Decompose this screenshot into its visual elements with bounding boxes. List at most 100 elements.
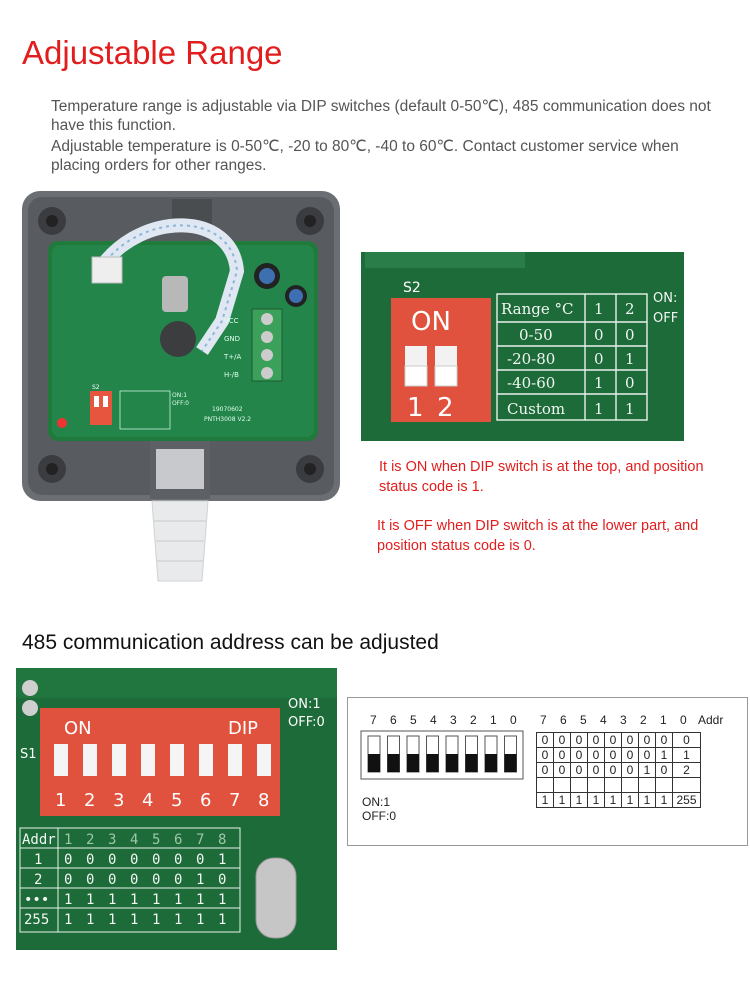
closeup-off-legend: OFF (653, 311, 678, 326)
table-row (536, 777, 701, 793)
dip8-addr-cell: 0 (130, 852, 138, 868)
bit-cell: 1 (655, 747, 673, 763)
range-header: Range °C (501, 300, 573, 318)
dip8-addr-cell: 1 (86, 912, 94, 928)
dip8-addr-cell: 0 (130, 872, 138, 888)
dip8-addr-cell: 1 (64, 912, 72, 928)
diagram-onoff-legend: ON:1 OFF:0 (362, 795, 396, 823)
dip8-num-1: 1 (55, 790, 66, 811)
dip8-addr-cell: 1 (196, 872, 204, 888)
bit-cell: 1 (587, 792, 605, 808)
dip8-addr-cell: 1 (196, 892, 204, 908)
note-on-state: It is ON when DIP switch is at the top, … (379, 459, 704, 495)
dip8-addr-cell: 1 (152, 892, 160, 908)
switch-s2-name: S2 (403, 280, 421, 296)
dip8-side-label: S1 (20, 747, 37, 762)
dip8-addr-header-2: 2 (86, 832, 94, 848)
bit-cell: 0 (553, 747, 571, 763)
range-row-4-b1: 1 (594, 400, 604, 418)
dip8-addr-header-1: 1 (64, 832, 72, 848)
closeup-on-legend: ON: (653, 291, 677, 306)
dip8-addr-cell: 0 (86, 852, 94, 868)
diagram-bit-right-6: 1 (660, 713, 667, 727)
bit-cell: 0 (587, 732, 605, 748)
terminal-h-b: H-/B (224, 371, 239, 379)
dip8-addr-cell: 0 (196, 852, 204, 868)
range-header-1: 1 (594, 300, 604, 318)
bit-cell (553, 777, 571, 793)
addr-cell: 0 (672, 732, 701, 748)
dip8-on-label: ON (64, 718, 92, 739)
range-row-2-b1: 0 (594, 350, 604, 368)
bit-cell: 0 (604, 732, 622, 748)
dip8-addr-cell: 0 (174, 872, 182, 888)
bit-cell: 0 (553, 762, 571, 778)
dip8-addr-header-label: Addr (22, 832, 56, 848)
diagram-bit-left-2: 5 (410, 713, 417, 727)
dip8-num-2: 2 (84, 790, 95, 811)
dip8-dip-label: DIP (228, 718, 258, 739)
dip8-addr-header-8: 8 (218, 832, 226, 848)
dip8-addr-cell: 1 (64, 892, 72, 908)
intro-paragraph-1: Temperature range is adjustable via DIP … (51, 98, 711, 134)
dip8-addr-cell: 1 (130, 892, 138, 908)
bit-cell: 0 (621, 732, 639, 748)
board-code: 19070602 (212, 406, 243, 413)
diagram-bit-left-7: 0 (510, 713, 517, 727)
bit-cell: 1 (638, 762, 656, 778)
bit-cell: 1 (655, 792, 673, 808)
bit-cell (638, 777, 656, 793)
dip8-num-4: 4 (142, 790, 153, 811)
bit-cell: 1 (553, 792, 571, 808)
dip8-addr-header-5: 5 (152, 832, 160, 848)
dip8-off-legend: OFF:0 (288, 715, 325, 730)
diagram-bit-right-5: 2 (640, 713, 647, 727)
dip8-addr-header-6: 6 (174, 832, 182, 848)
bit-cell: 1 (638, 792, 656, 808)
bit-cell: 0 (621, 747, 639, 763)
diagram-addr-label: Addr (698, 713, 724, 727)
diagram-on-text: ON:1 (362, 795, 391, 809)
bit-cell (604, 777, 622, 793)
bit-cell: 0 (621, 762, 639, 778)
bit-cell (536, 777, 554, 793)
dip8-addr-cell: 0 (152, 852, 160, 868)
bit-cell: 0 (655, 732, 673, 748)
bit-cell: 0 (553, 732, 571, 748)
addr-cell (672, 777, 701, 793)
dip8-addr-cell: 1 (34, 852, 42, 868)
dip8-addr-cell: 1 (108, 892, 116, 908)
bit-cell: 1 (604, 792, 622, 808)
dip8-photo: ON DIP S1 ON:1 OFF:0 1 2 3 4 5 6 7 8 Add… (16, 668, 337, 950)
diagram-dip-key-lever-2 (407, 754, 419, 772)
dip8-addr-cell: 1 (130, 912, 138, 928)
bit-cell: 0 (570, 762, 588, 778)
diagram-bit-right-0: 7 (540, 713, 547, 727)
diagram-bit-right-3: 4 (600, 713, 607, 727)
dip8-addr-cell: 1 (152, 912, 160, 928)
switch-on-label: ON (411, 307, 451, 337)
dip8-num-5: 5 (171, 790, 182, 811)
dip8-addr-cell: 0 (86, 872, 94, 888)
dip8-addr-header-7: 7 (196, 832, 204, 848)
dip8-addr-cell: 0 (108, 872, 116, 888)
bit-cell: 0 (536, 747, 554, 763)
dip8-addr-cell: 1 (218, 892, 226, 908)
diagram-bit-left-3: 4 (430, 713, 437, 727)
dip8-num-8: 8 (258, 790, 269, 811)
dip8-on-legend: ON:1 (288, 697, 321, 712)
section-title-485: 485 communication address can be adjuste… (22, 631, 439, 654)
diagram-bit-left-5: 2 (470, 713, 477, 727)
addr-cell: 2 (672, 762, 701, 778)
dip8-addr-cell: 1 (108, 912, 116, 928)
diagram-dip-key-lever-0 (368, 754, 380, 772)
range-row-2-b2: 1 (625, 350, 635, 368)
terminal-gnd: GND (224, 335, 240, 343)
dip8-addr-cell: 1 (196, 912, 204, 928)
bit-cell (655, 777, 673, 793)
diagram-off-text: OFF:0 (362, 809, 397, 823)
